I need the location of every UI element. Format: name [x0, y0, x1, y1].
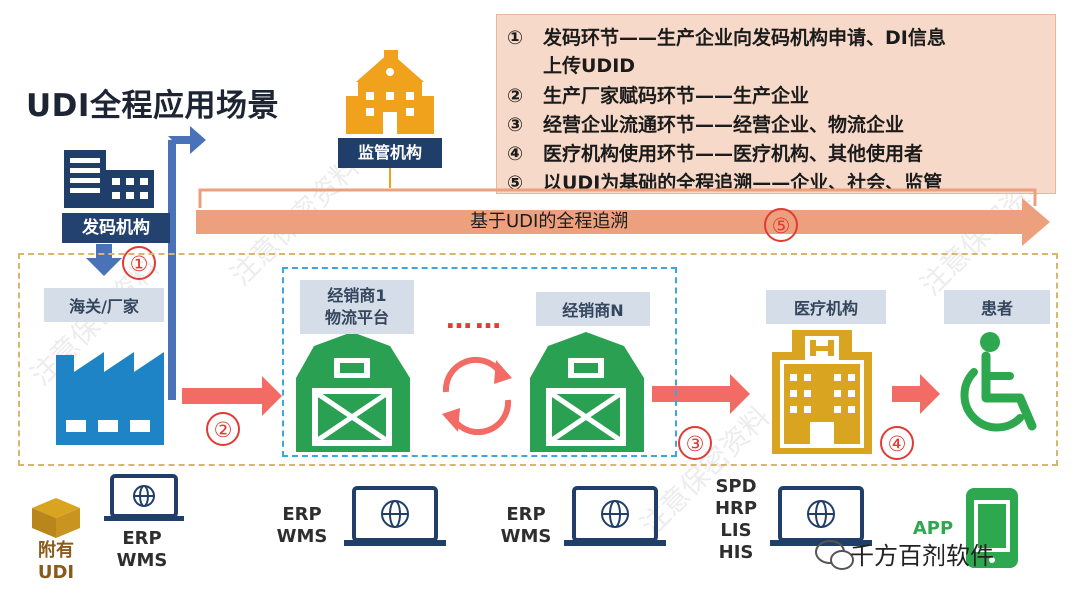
hospital-systems: SPD HRP LIS HIS	[706, 476, 766, 564]
legend-item: 上传UDID	[507, 51, 635, 78]
laptop-icon	[344, 486, 446, 546]
distributor1-systems: ERP WMS	[270, 504, 334, 548]
wechat-account-label: 千方百剂软件	[850, 542, 994, 570]
hospital-label: 医疗机构	[766, 290, 886, 324]
app-label: APP	[912, 518, 954, 539]
regulator-building-icon	[346, 50, 434, 134]
factory-icon	[56, 352, 164, 445]
legend-item: ① 发码环节——生产企业向发码机构申请、DI信息	[507, 23, 946, 50]
tracking-banner-arrow	[196, 198, 1050, 246]
legend-item: ② 生产厂家赋码环节——生产企业	[507, 81, 809, 108]
flow-arrow	[892, 374, 940, 414]
distributor1-label: 经销商1 物流平台	[300, 280, 414, 334]
factory-systems: ERP WMS	[104, 528, 180, 572]
package-label: 附有UDI	[37, 540, 75, 583]
legend-box: ① 发码环节——生产企业向发码机构申请、DI信息 上传UDID ② 生产厂家赋码环节…	[496, 14, 1056, 194]
patient-label: 患者	[944, 290, 1050, 324]
legend-text: 发码环节——生产企业向发码机构申请、DI信息	[543, 27, 946, 49]
step-marker: ⑤	[764, 208, 798, 242]
distributorN-label: 经销商N	[536, 292, 650, 326]
distributorN-systems: ERP WMS	[494, 504, 558, 548]
system-label: WMS	[276, 526, 328, 547]
tracking-banner-text: 基于UDI的全程追溯	[470, 211, 629, 232]
legend-num: ③	[507, 114, 524, 136]
distributor1-line2: 物流平台	[324, 308, 389, 327]
phone-icon	[966, 488, 1018, 568]
down-arrow	[86, 244, 122, 276]
barn-icon	[530, 332, 644, 452]
legend-num: ①	[507, 27, 524, 49]
legend-num: ②	[507, 85, 524, 107]
vertical-upload-line	[168, 140, 176, 400]
hospital-icon	[772, 330, 872, 454]
legend-item: ④ 医疗机构使用环节——医疗机构、其他使用者	[507, 139, 923, 166]
customs-label: 海关/厂家	[44, 288, 164, 322]
distributor1-line1: 经销商1	[327, 286, 387, 305]
regulator-label: 监管机构	[338, 138, 442, 168]
system-label: HIS	[718, 542, 754, 563]
wheelchair-icon	[960, 332, 1037, 432]
tracking-bracket	[198, 188, 1037, 208]
legend-text: 生产厂家赋码环节——生产企业	[543, 85, 810, 107]
laptop-icon	[564, 486, 666, 546]
barn-icon	[296, 332, 410, 452]
system-label: WMS	[500, 526, 552, 547]
legend-item: ③ 经营企业流通环节——经营企业、物流企业	[507, 110, 904, 137]
flow-arrow	[182, 376, 282, 416]
issuer-building-icon	[64, 150, 154, 208]
distribution-frame	[282, 267, 677, 457]
legend-num: ④	[507, 143, 524, 165]
step-marker: ④	[880, 426, 914, 460]
page-title: UDI全程应用场景	[26, 88, 279, 124]
legend-text: 上传UDID	[543, 55, 636, 77]
step-marker: ①	[122, 246, 156, 280]
system-label: ERP	[282, 504, 322, 525]
system-label: HRP	[714, 498, 758, 519]
laptop-icon	[104, 474, 184, 521]
supply-chain-frame	[18, 253, 1058, 466]
system-label: LIS	[720, 520, 752, 541]
system-label: SPD	[715, 476, 757, 497]
step-marker: ②	[206, 412, 240, 446]
step-marker: ③	[678, 426, 712, 460]
issuer-label: 发码机构	[62, 213, 170, 243]
flow-arrow	[652, 374, 750, 414]
right-arrow	[168, 126, 206, 154]
system-label: WMS	[116, 550, 168, 571]
wechat-icon	[815, 540, 854, 570]
legend-text: 经营企业流通环节——经营企业、物流企业	[543, 114, 905, 136]
system-label: ERP	[122, 528, 162, 549]
cycle-arrows-icon	[442, 356, 512, 436]
ellipsis-dots: ……	[446, 305, 504, 335]
legend-text: 医疗机构使用环节——医疗机构、其他使用者	[543, 143, 924, 165]
package-box-icon	[32, 498, 80, 538]
system-label: ERP	[506, 504, 546, 525]
